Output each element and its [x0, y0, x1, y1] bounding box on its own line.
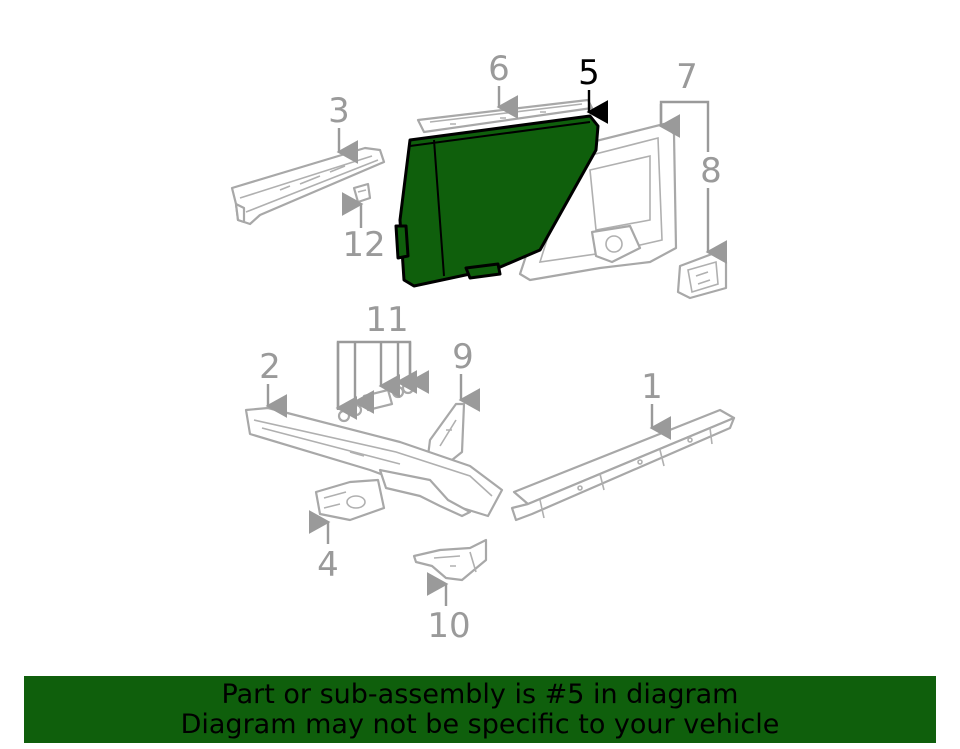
callout-5: 5	[578, 53, 600, 93]
callout-4: 4	[317, 545, 339, 585]
banner-line-2: Diagram may not be specific to your vehi…	[180, 708, 780, 740]
banner-line-1: Part or sub-assembly is #5 in diagram	[221, 678, 739, 710]
callout-11: 11	[365, 300, 408, 340]
callout-7: 7	[676, 57, 698, 97]
part-8-bracket	[676, 252, 728, 300]
part-3-rail	[230, 146, 386, 226]
part-11-fasteners	[337, 381, 415, 423]
callout-10: 10	[427, 606, 470, 646]
leader-lines	[265, 86, 728, 606]
callout-8: 8	[700, 151, 722, 191]
part-4-bracket	[314, 478, 386, 522]
parts-diagram: 3 6 5 7 8 12 11 2 9 1 4 10	[230, 49, 736, 646]
part-9-bracket	[426, 402, 466, 462]
callout-3: 3	[328, 91, 350, 131]
callouts: 3 6 5 7 8 12 11 2 9 1 4 10	[259, 49, 722, 646]
part-10-bracket	[412, 538, 488, 582]
part-1-rail	[510, 408, 736, 522]
callout-1: 1	[641, 367, 663, 407]
part-2-rail	[244, 406, 504, 518]
notice-banner: Part or sub-assembly is #5 in diagram Di…	[24, 676, 936, 743]
part-12-clip	[352, 182, 372, 204]
part-5-door-panel	[394, 114, 600, 288]
callout-12: 12	[342, 225, 385, 265]
callout-2: 2	[259, 347, 281, 387]
callout-9: 9	[452, 337, 474, 377]
callout-6: 6	[488, 49, 510, 89]
